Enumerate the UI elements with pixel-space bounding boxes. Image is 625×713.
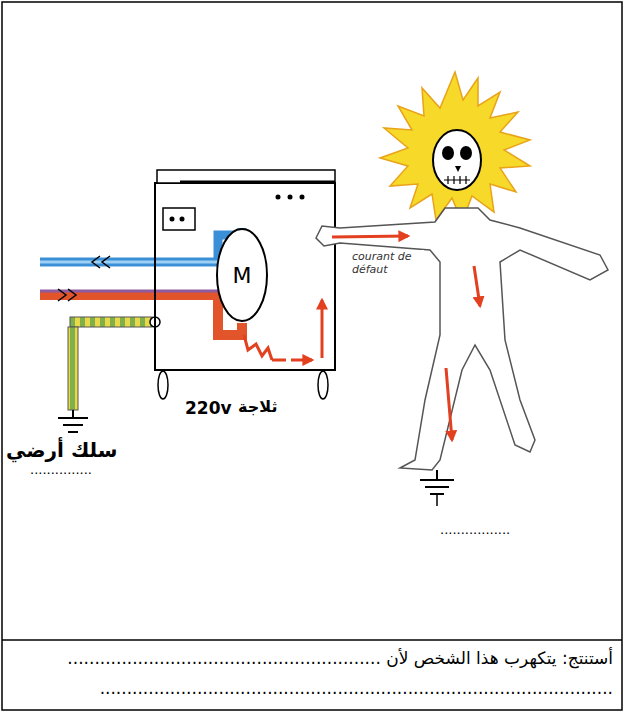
motor-symbol: M — [233, 263, 252, 288]
answer-blank: ............... — [30, 462, 92, 478]
motor-circle: M — [215, 227, 269, 323]
supply-wires — [40, 228, 242, 335]
earth-wire — [58, 317, 160, 432]
voltage-label: 220v — [185, 398, 232, 418]
person — [316, 72, 608, 506]
fridge — [155, 170, 335, 399]
answer-blank: ........................................… — [100, 678, 613, 698]
fault-current-label: courant de défaut — [352, 250, 424, 276]
divider — [2, 639, 622, 641]
conclusion-text: أستنتج: يتكهرب هذا الشخص لأن ...........… — [67, 648, 613, 668]
appliance-label: ثلاجة — [238, 397, 277, 416]
answer-blank: ................. — [440, 522, 510, 538]
earth-wire-label: سلك أرضي — [6, 438, 117, 462]
